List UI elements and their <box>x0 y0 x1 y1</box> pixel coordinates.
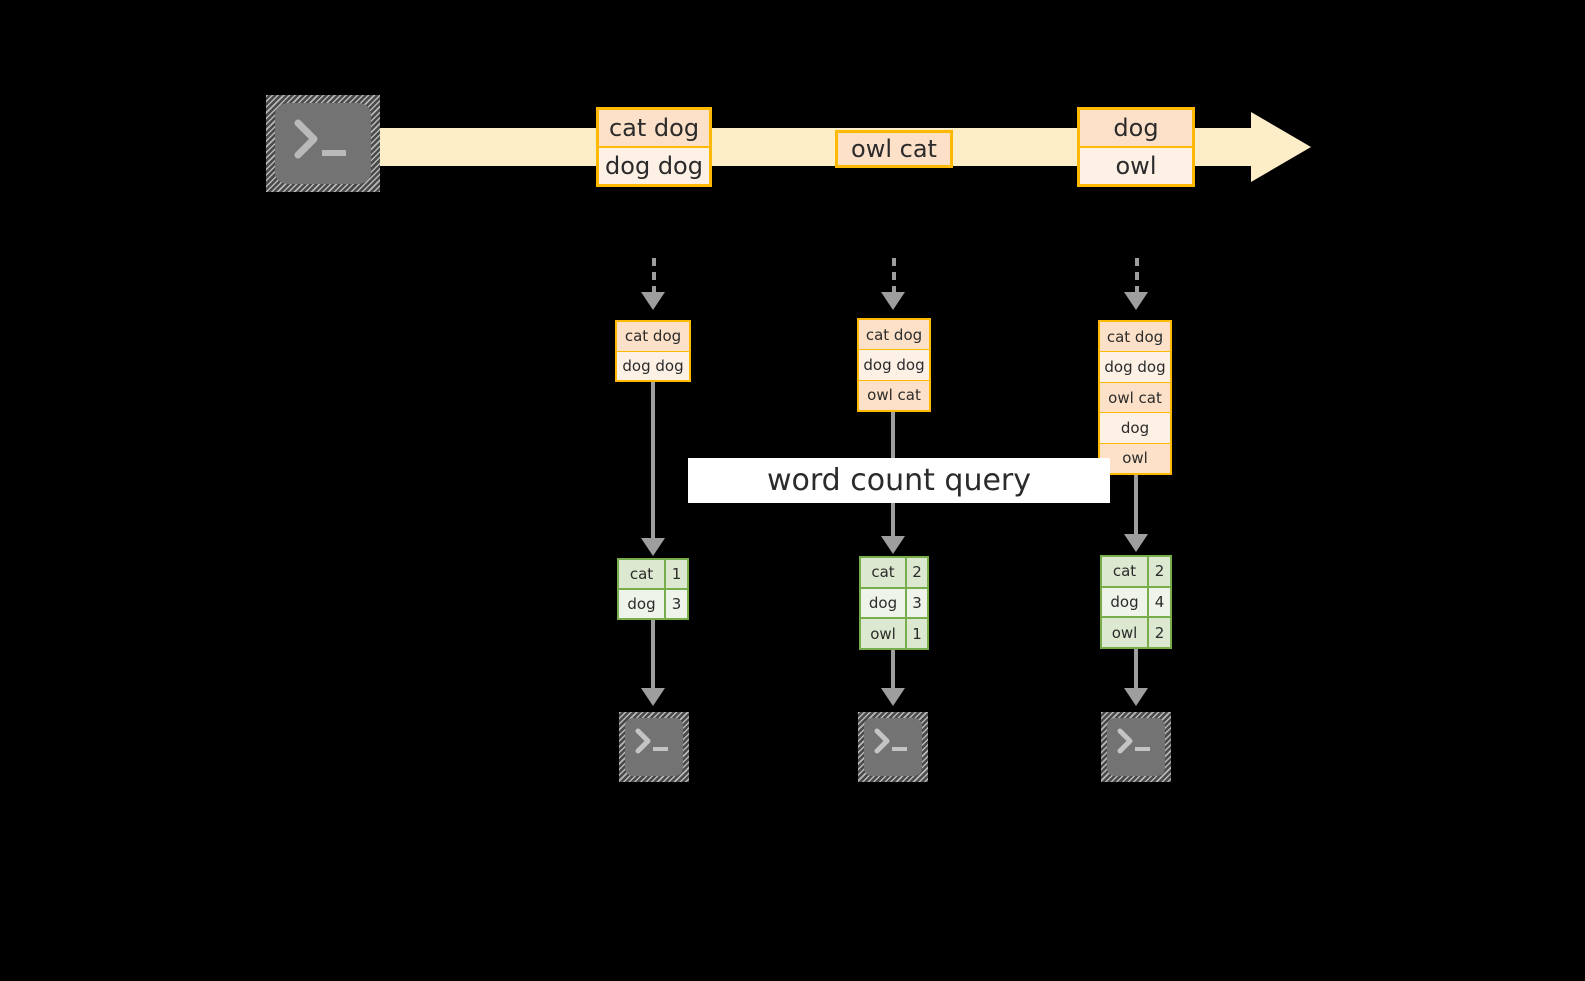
terminal-prompt-glyph <box>635 728 668 754</box>
result-word: dog <box>861 588 907 618</box>
table-row: dog 3 <box>861 588 927 620</box>
result-count: 3 <box>907 588 927 618</box>
snapshot-line: dog <box>1100 413 1170 444</box>
result-table-2: cat 2 dog 3 owl 1 <box>859 556 929 650</box>
stream-line: cat dog <box>599 110 709 148</box>
terminal-prompt-glyph <box>294 119 346 159</box>
query-label: word count query <box>766 463 1032 498</box>
stream-line: dog dog <box>599 148 709 184</box>
snapshot-trigger-arrowhead-1 <box>641 292 665 310</box>
query-connector-3 <box>1134 475 1138 537</box>
stream-event-group-2: owl cat <box>835 130 953 168</box>
result-count: 4 <box>1149 587 1170 617</box>
query-arrowhead-1 <box>641 538 665 556</box>
table-row: owl 2 <box>1102 618 1170 647</box>
result-word: cat <box>1102 557 1149 586</box>
terminal-body <box>275 103 371 184</box>
sink-terminal-icon-2 <box>858 712 928 782</box>
result-count: 3 <box>666 590 687 618</box>
snapshot-trigger-arrowhead-2 <box>881 292 905 310</box>
snapshot-line: owl cat <box>1100 382 1170 414</box>
query-arrowhead-2 <box>881 536 905 554</box>
snapshot-input-2: cat dog dog dog owl cat <box>857 318 931 412</box>
table-row: cat 2 <box>861 558 927 589</box>
stream-event-group-3: dog owl <box>1077 107 1195 187</box>
table-row: owl 1 <box>861 619 927 648</box>
table-row: dog 3 <box>619 590 687 618</box>
snapshot-trigger-connector-3 <box>1135 258 1139 294</box>
stream-line: owl cat <box>838 133 950 165</box>
terminal-prompt-glyph <box>874 728 907 754</box>
snapshot-line: cat dog <box>1100 322 1170 353</box>
snapshot-line: dog dog <box>617 351 689 380</box>
sink-terminal-icon-3 <box>1101 712 1171 782</box>
snapshot-line: cat dog <box>617 322 689 352</box>
table-row: dog 4 <box>1102 587 1170 619</box>
sink-connector-1 <box>651 620 655 692</box>
terminal-prompt-glyph <box>1117 728 1150 754</box>
snapshot-line: dog dog <box>859 350 929 381</box>
result-table-3: cat 2 dog 4 owl 2 <box>1100 555 1172 649</box>
result-table-1: cat 1 dog 3 <box>617 558 689 620</box>
query-connector-1 <box>651 382 655 542</box>
result-count: 1 <box>907 619 927 648</box>
sink-arrowhead-1 <box>641 688 665 706</box>
result-count: 2 <box>1149 557 1170 586</box>
result-count: 1 <box>666 560 687 588</box>
result-word: owl <box>1102 618 1149 647</box>
snapshot-line: dog dog <box>1100 352 1170 383</box>
sink-arrowhead-3 <box>1124 688 1148 706</box>
result-word: cat <box>619 560 666 588</box>
snapshot-line: cat dog <box>859 320 929 351</box>
result-count: 2 <box>1149 618 1170 647</box>
table-row: cat 2 <box>1102 557 1170 588</box>
snapshot-line: owl <box>1100 443 1170 473</box>
sink-terminal-icon-1 <box>619 712 689 782</box>
result-word: dog <box>1102 587 1149 617</box>
result-word: dog <box>619 590 666 618</box>
query-label-band: word count query <box>688 458 1110 503</box>
stream-line: owl <box>1080 148 1192 184</box>
result-count: 2 <box>907 558 927 587</box>
table-row: cat 1 <box>619 560 687 590</box>
sink-connector-2 <box>891 650 895 692</box>
snapshot-input-1: cat dog dog dog <box>615 320 691 382</box>
sink-connector-3 <box>1134 649 1138 692</box>
source-terminal-icon <box>266 95 380 192</box>
snapshot-trigger-arrowhead-3 <box>1124 292 1148 310</box>
stream-line: dog <box>1080 110 1192 148</box>
snapshot-trigger-connector-2 <box>892 258 896 294</box>
query-arrowhead-3 <box>1124 534 1148 552</box>
snapshot-trigger-connector-1 <box>652 258 656 294</box>
stream-event-group-1: cat dog dog dog <box>596 107 712 187</box>
snapshot-line: owl cat <box>859 380 929 410</box>
result-word: owl <box>861 619 907 648</box>
sink-arrowhead-2 <box>881 688 905 706</box>
snapshot-input-3: cat dog dog dog owl cat dog owl <box>1098 320 1172 475</box>
result-word: cat <box>861 558 907 587</box>
